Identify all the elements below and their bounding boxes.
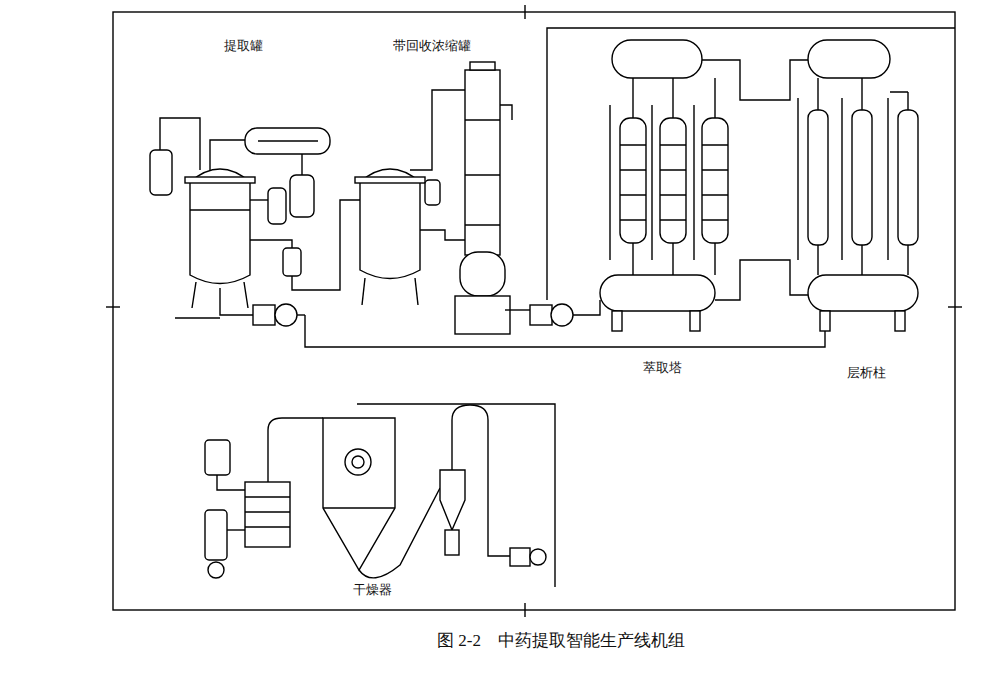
part-name: 带回收浓缩罐: [391, 38, 473, 54]
figure-caption: 图 2-2 中药提取智能生产线机组: [435, 631, 687, 651]
atomizer-window: [345, 449, 371, 475]
air-heater: [245, 482, 290, 547]
feed-tank: [205, 440, 230, 475]
concentration-tank: [360, 169, 420, 279]
pipe: [573, 300, 600, 315]
pipe: [547, 28, 955, 300]
pump-motor: [551, 304, 573, 326]
part-name: 层析柱: [845, 365, 888, 381]
recovery-column: [465, 70, 500, 255]
part-name: 萃取塔: [641, 360, 684, 376]
tick: [106, 306, 120, 307]
column-pipes: [798, 78, 908, 275]
equipment: [106, 5, 962, 617]
pump-motor: [275, 304, 297, 326]
tank-flange: [355, 177, 425, 183]
tank-leg: [192, 282, 196, 308]
chromatography-column: [808, 110, 828, 245]
pipe: [702, 60, 808, 100]
tank-leg: [820, 311, 830, 331]
fan-motor: [530, 549, 546, 565]
pipe: [220, 288, 253, 315]
part-name: 干燥器: [351, 582, 394, 598]
tower-seam: [323, 507, 395, 508]
head-tank: [808, 40, 890, 78]
condenser-tube: [258, 140, 318, 141]
filter: [150, 150, 172, 195]
tower-bands: [620, 145, 728, 220]
tank-leg: [362, 278, 365, 305]
column-tray: [465, 224, 500, 225]
tank-flange: [185, 177, 255, 183]
column-cap: [470, 62, 495, 70]
pipe: [210, 140, 245, 170]
pipe: [500, 105, 512, 120]
filter: [283, 248, 301, 276]
part-name: 提取罐: [222, 38, 265, 54]
collect-tank: [808, 275, 918, 311]
pipe: [292, 200, 360, 290]
atomizer-window: [352, 456, 364, 468]
tick: [524, 603, 525, 617]
pipe: [175, 317, 220, 318]
chromatography-column: [898, 110, 918, 245]
exhaust-fan: [510, 548, 530, 566]
pipe: [420, 230, 465, 240]
pipe: [250, 240, 292, 248]
extraction-tower: [702, 118, 728, 243]
collect-tank: [600, 275, 715, 311]
chromatography-column: [852, 110, 872, 245]
filter: [425, 180, 440, 205]
tank-leg: [415, 278, 418, 305]
column-tray: [465, 119, 500, 120]
pipe: [715, 260, 808, 300]
jacket-line: [190, 209, 250, 210]
pipe: [217, 475, 245, 490]
cyclone: [440, 470, 465, 530]
pump: [530, 305, 552, 325]
collector: [445, 530, 459, 555]
tick: [948, 306, 962, 307]
receiver: [460, 252, 505, 296]
pipe: [297, 314, 305, 315]
exhaust-duct: [452, 405, 510, 556]
pipe: [250, 199, 268, 200]
head-tank: [612, 40, 702, 78]
column-tray: [465, 174, 500, 175]
drying-tower: [323, 418, 395, 570]
air-duct: [268, 418, 323, 482]
air-filter: [205, 510, 227, 560]
pipe: [301, 154, 302, 175]
tick: [524, 5, 525, 19]
blower: [208, 562, 224, 578]
pump: [253, 305, 275, 325]
tank-leg: [244, 282, 248, 308]
extraction-tank: [190, 169, 250, 284]
pipe: [227, 529, 245, 530]
extraction-tower: [620, 118, 646, 243]
product-duct: [359, 488, 440, 578]
separator: [290, 175, 314, 217]
pipe: [505, 309, 530, 310]
column-base: [455, 296, 510, 334]
condenser: [245, 128, 330, 154]
vessel: [268, 188, 286, 224]
pipe: [410, 90, 465, 170]
extraction-tower: [660, 118, 686, 243]
tank-leg: [895, 311, 905, 331]
tower-pipes: [610, 78, 715, 275]
tank-leg: [612, 311, 622, 331]
tank-leg: [690, 311, 700, 331]
drawing-frame: [113, 12, 955, 610]
heater-fins: [245, 497, 290, 527]
